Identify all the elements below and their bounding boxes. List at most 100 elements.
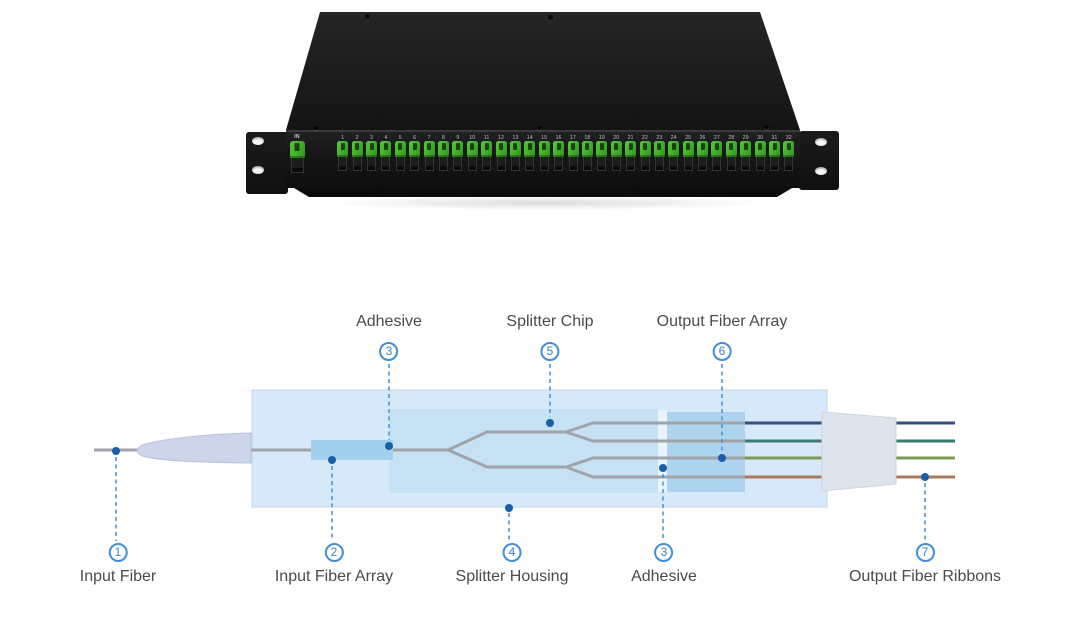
callout-label: Adhesive [356, 313, 422, 330]
mounting-hole [252, 137, 264, 145]
callout-number-badge: 1 [108, 543, 128, 562]
adapter-notch [441, 143, 446, 150]
connector-body [467, 157, 477, 171]
fiber-port-26: 26 [697, 135, 709, 183]
sc-apc-adapter-icon [509, 141, 521, 157]
connector-body [755, 157, 765, 171]
port-number: 9 [456, 135, 460, 141]
connector-body [453, 157, 463, 171]
port-number: 13 [512, 135, 519, 141]
mounting-hole [815, 167, 827, 175]
port-number: 17 [570, 135, 577, 141]
sc-apc-adapter-icon [380, 141, 392, 157]
anchor-dot [505, 504, 513, 512]
port-number: 4 [384, 135, 388, 141]
port-number: 6 [413, 135, 417, 141]
adapter-notch [671, 143, 676, 150]
left-mounting-ear [246, 132, 288, 194]
fiber-port-30: 30 [754, 135, 766, 183]
callout-label: Output Fiber Ribbons [848, 568, 1002, 585]
anchor-dot [718, 454, 726, 462]
connector-body [554, 157, 564, 171]
port-number: 5 [398, 135, 402, 141]
port-number: 10 [469, 135, 476, 141]
connector-body [424, 157, 434, 171]
sc-apc-adapter-icon [337, 141, 349, 157]
fiber-port-8: 8 [438, 135, 450, 183]
port-number: 21 [627, 135, 634, 141]
fiber-port-21: 21 [625, 135, 637, 183]
port-number: 29 [742, 135, 749, 141]
fiber-port-13: 13 [509, 135, 522, 183]
sc-apc-adapter-icon [524, 141, 536, 157]
adapter-notch [527, 143, 532, 150]
connector-body [640, 157, 650, 171]
fiber-port-17: 17 [567, 135, 579, 183]
callout-number-badge: 7 [915, 543, 935, 562]
connector-body [698, 157, 708, 171]
adapter-notch [556, 143, 561, 150]
adapter-notch [758, 143, 763, 150]
callout-label: Splitter Chip [506, 313, 594, 330]
waveguide-branch [565, 456, 745, 469]
adapter-notch [729, 143, 734, 150]
sc-apc-adapter-icon [423, 141, 435, 157]
sc-apc-adapter-icon [553, 141, 565, 157]
sc-apc-adapter-icon [481, 141, 493, 157]
port-number: 19 [598, 135, 605, 141]
sc-apc-adapter-icon [754, 141, 766, 157]
port-number: 1 [341, 135, 345, 141]
screw-icon [548, 15, 553, 20]
sc-apc-adapter-icon [438, 141, 450, 157]
sc-apc-adapter-icon [682, 141, 694, 157]
port-number: 26 [699, 135, 706, 141]
adapter-notch [571, 143, 576, 150]
screw-icon [764, 125, 769, 129]
fiber-port-18: 18 [581, 135, 594, 183]
fiber-port-7: 7 [423, 135, 435, 183]
callout-number-badge: 5 [540, 342, 560, 361]
port-number: 28 [728, 135, 735, 141]
adapter-notch [355, 143, 360, 150]
adapter-notch [599, 143, 604, 150]
waveguide-branch [565, 465, 745, 479]
adapter-notch [628, 143, 633, 150]
fiber-port-20: 20 [610, 135, 622, 183]
fiber-port-22: 22 [639, 135, 651, 183]
connector-body [439, 157, 449, 171]
fiber-port-11: 11 [481, 135, 493, 183]
connector-body [669, 157, 679, 171]
port-number: 11 [483, 135, 490, 141]
connector-body [741, 157, 751, 171]
callout-anchor-dots [112, 419, 929, 512]
fiber-port-6: 6 [409, 135, 421, 183]
adhesive-gap-shape [658, 410, 667, 492]
input-fiber-boot-shape [136, 432, 252, 464]
connector-body [582, 157, 592, 171]
callout-number-badge: 4 [502, 543, 522, 562]
connector-body [683, 157, 693, 171]
anchor-dot [659, 464, 667, 472]
connector-body [539, 157, 549, 171]
port-number: 3 [370, 135, 374, 141]
waveguide-branch [447, 448, 566, 469]
connector-body [784, 157, 794, 171]
sc-apc-adapter-icon [725, 141, 737, 157]
connector-body [568, 157, 578, 171]
sc-apc-adapter-icon [581, 141, 593, 157]
connector-body [611, 157, 621, 171]
port-number: 24 [670, 135, 677, 141]
connector-body [395, 157, 405, 171]
callout-number-badge: 6 [712, 342, 732, 361]
fiber-port-32: 32 [783, 135, 795, 183]
sc-apc-adapter-icon [653, 141, 665, 157]
port-number: 8 [442, 135, 446, 141]
fiber-port-25: 25 [682, 135, 694, 183]
sc-apc-adapter-icon [740, 141, 752, 157]
input-port: IN [287, 134, 307, 173]
connector-body [712, 157, 722, 171]
adapter-notch [786, 143, 791, 150]
adapter-notch [412, 143, 417, 150]
callout-input-fiber: 1 Input Fiber [80, 543, 156, 586]
